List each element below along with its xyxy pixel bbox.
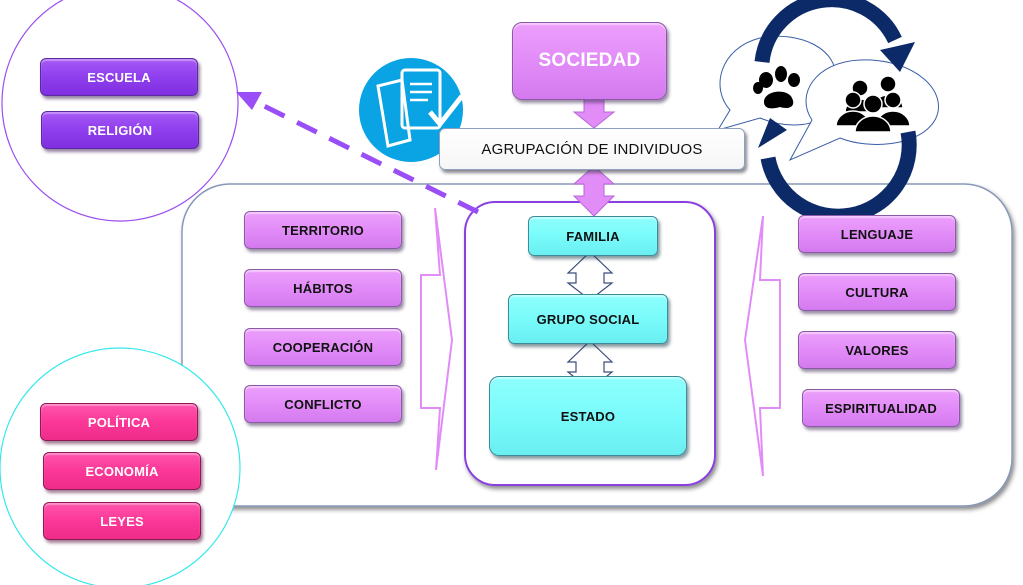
cycle-arrows-icon [754,0,917,224]
left-item-habitos: HÁBITOS [244,269,402,307]
institution-item-religion: RELIGIÓN [41,111,199,149]
right-item-valores: VALORES [798,331,956,369]
document-check-icon [359,58,464,162]
right-item-lenguaje: LENGUAJE [798,215,956,253]
left-chevron-arrow [420,207,454,471]
group-people-icon [835,75,911,133]
cycle-arrow-head-bottom [758,118,787,148]
institutions-circle [1,0,239,222]
center-item-familia: FAMILIA [528,216,658,256]
agrupacion-box: AGRUPACIÓN DE INDIVIDUOS [439,128,745,170]
left-item-conflicto: CONFLICTO [244,385,402,423]
institution-item-escuela: ESCUELA [40,58,198,96]
left-item-cooperacion: COOPERACIÓN [244,328,402,366]
public-item-leyes: LEYES [43,502,201,540]
dashed-arrow-head [236,92,262,110]
public-item-economia: ECONOMÍA [43,452,201,490]
right-item-espiritualidad: ESPIRITUALIDAD [802,389,960,427]
paw-print-icon [753,66,800,109]
right-chevron-arrow [743,215,781,477]
sociedad-box: SOCIEDAD [512,22,667,100]
right-item-cultura: CULTURA [798,273,956,311]
left-item-territorio: TERRITORIO [244,211,402,249]
dashed-arrow-line [250,97,480,215]
center-item-estado: ESTADO [489,376,687,456]
cycle-arrow-head-top [880,42,915,72]
center-item-grupo-social: GRUPO SOCIAL [508,294,668,344]
public-item-politica: POLÍTICA [40,403,198,441]
